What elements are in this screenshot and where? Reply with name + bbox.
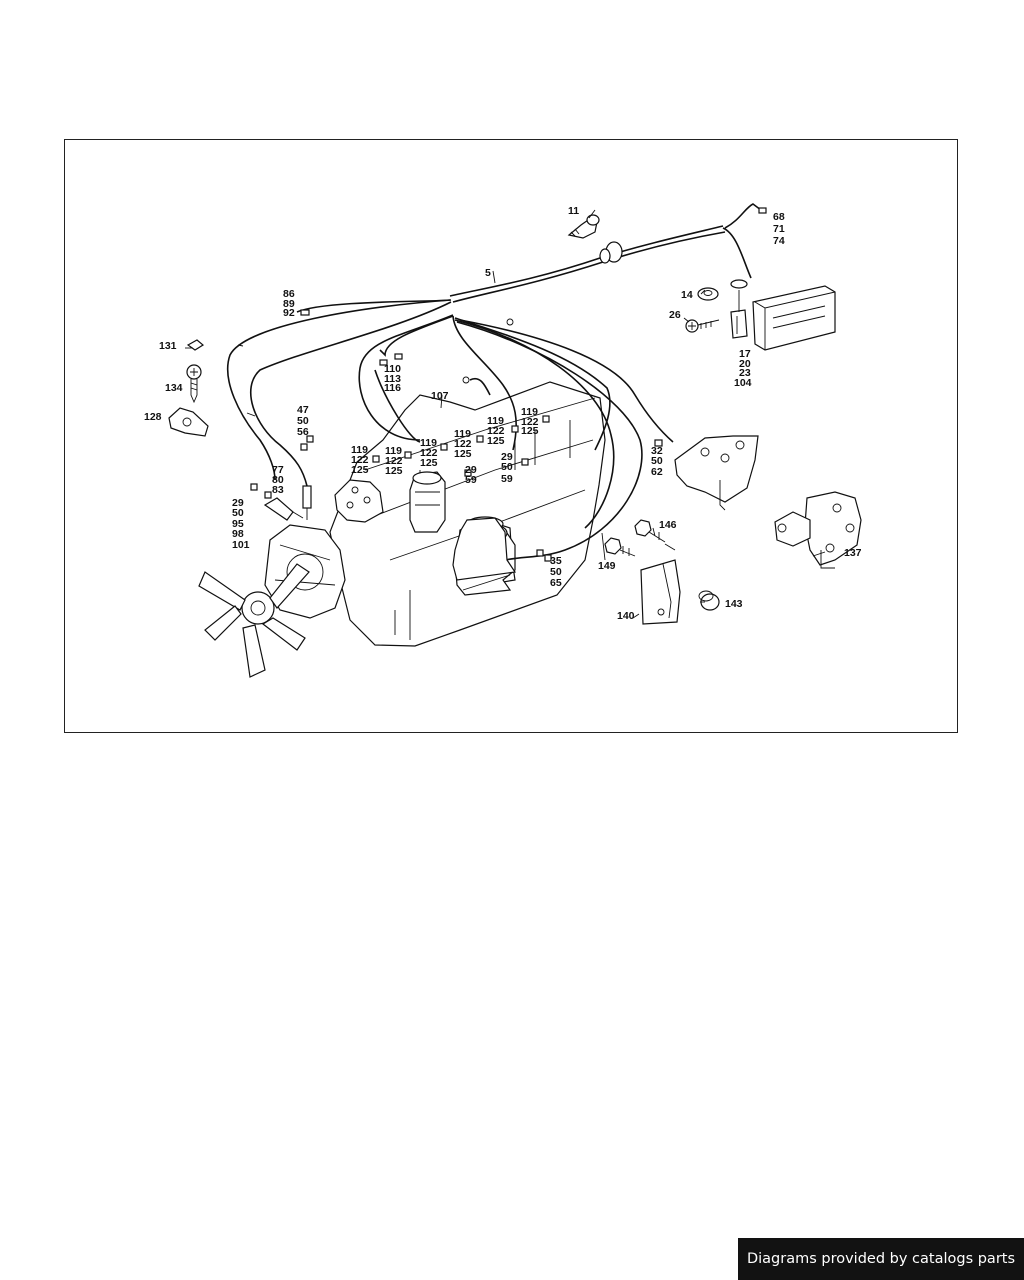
callout-86: 86 [283,288,295,300]
callout-11: 11 [568,205,579,217]
callout-110: 110 [384,363,401,375]
callout-98: 98 [232,528,244,540]
callout-23: 23 [739,367,751,379]
callout-50c: 50 [501,461,513,473]
callout-107: 107 [431,390,449,402]
part-137-actuator [774,491,862,569]
callout-95: 95 [232,518,244,530]
callout-83: 83 [272,484,284,496]
callout-122-a: 122 [351,454,369,466]
callout-125-d: 125 [454,448,472,460]
callout-50a: 50 [297,415,309,427]
callout-119-c: 119 [420,437,437,449]
callout-80: 80 [272,474,284,486]
callout-119-a: 119 [351,444,368,456]
callout-146: 146 [659,519,677,531]
ignition-distributor [334,479,384,523]
part-131-clip [185,339,205,351]
callout-125-b: 125 [385,465,403,477]
callout-119-d: 119 [454,428,471,440]
glow-plug [302,485,312,520]
main-wiring-harness [226,203,767,562]
callout-113: 113 [384,373,401,385]
cooling-fan [198,563,310,678]
engine-block [329,381,606,647]
callout-29c: 29 [232,497,244,509]
callout-20: 20 [739,358,751,370]
callout-59a: 59 [501,473,513,485]
parts-diagram-frame: 11 5 68 71 74 86 89 92 14 26 17 20 23 10… [64,139,958,733]
part-26-screw [685,319,720,333]
part-32-valve-body [674,435,759,511]
callout-29a: 29 [501,451,513,463]
callout-62: 62 [651,466,663,478]
part-14-grommet [697,287,719,301]
callout-122-d: 122 [454,438,472,450]
callout-29b: 29 [465,464,477,476]
callout-122-b: 122 [385,455,403,467]
callout-68: 68 [773,211,785,223]
callout-128: 128 [144,411,162,423]
part-35-sender-unit [452,517,517,581]
part-146-bolt [634,519,666,543]
callout-labels: 11 5 68 71 74 86 89 92 14 26 17 20 23 10… [144,205,862,622]
callout-122-c: 122 [420,447,438,459]
part-11-rubber-boot [567,214,600,239]
callout-134: 134 [165,382,183,394]
callout-119-f: 119 [521,406,538,418]
callout-137: 137 [844,547,862,559]
part-128-cable-clamp [168,407,209,437]
callout-32: 32 [651,445,663,457]
callout-116: 116 [384,382,401,394]
part-143-cap [698,590,720,611]
callout-131: 131 [159,340,177,352]
callout-26: 26 [669,309,681,321]
wiring-harness-diagram: 11 5 68 71 74 86 89 92 14 26 17 20 23 10… [144,203,862,678]
callout-47: 47 [297,404,309,416]
callout-125-a: 125 [351,464,369,476]
callout-56: 56 [297,426,309,438]
callout-149: 149 [598,560,616,572]
leader-lines [237,209,826,619]
part-134-screw [186,364,202,404]
callout-74: 74 [773,235,785,247]
temperature-sender [263,497,304,521]
part-17-connector-plug [730,279,748,339]
diagram-credit-footer: Diagrams provided by catalogs parts [738,1238,1024,1280]
callout-125-f: 125 [521,425,539,437]
callout-92: 92 [283,307,295,319]
callout-35: 35 [550,555,562,567]
callout-50d: 50 [232,507,244,519]
callout-125-e: 125 [487,435,505,447]
oil-filter-housing [409,471,446,533]
callout-50b: 50 [651,455,663,467]
credit-text: Diagrams provided by catalogs parts [746,1251,1016,1267]
callout-119-e: 119 [487,415,504,427]
callout-119-b: 119 [385,445,402,457]
part-149-bolt [604,537,636,557]
callout-122-f: 122 [521,416,539,428]
callout-50e: 50 [550,566,562,578]
callout-122-e: 122 [487,425,505,437]
callout-125-c: 125 [420,457,438,469]
callout-17: 17 [739,348,751,360]
callout-140: 140 [617,610,635,622]
callout-101: 101 [232,539,250,551]
callout-5: 5 [485,267,491,279]
callout-59b: 59 [465,474,477,486]
control-unit-module [752,285,836,351]
callout-143: 143 [725,598,743,610]
callout-14: 14 [681,289,693,301]
callout-65: 65 [550,577,562,589]
callout-89: 89 [283,298,295,310]
part-140-bracket [640,559,681,625]
callout-104: 104 [734,377,752,389]
callout-77: 77 [272,464,284,476]
callout-71: 71 [773,223,785,235]
